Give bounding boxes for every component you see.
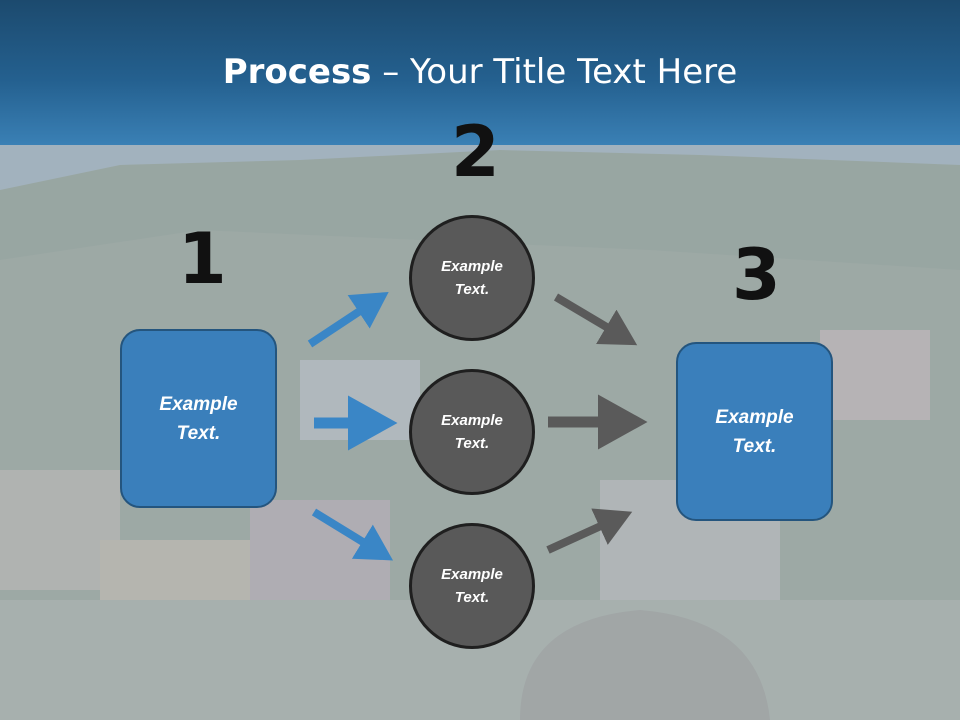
slide-title: Process – Your Title Text Here [0, 52, 960, 92]
step-2-circle-top: Example Text. [409, 215, 535, 341]
step-2-circle-bottom: Example Text. [409, 523, 535, 649]
circle-top-line2: Text. [454, 281, 490, 298]
circle-top-line1: Example [441, 258, 503, 275]
circle-middle-line2: Text. [454, 435, 490, 452]
circle-bottom-line1: Example [441, 566, 503, 583]
arrow-bottom-to-3 [546, 508, 633, 554]
step-2-circle-middle: Example Text. [409, 369, 535, 495]
step-1-text-line1: Example [159, 393, 238, 415]
title-bar [0, 0, 960, 145]
step-1-box: Example Text. [120, 329, 277, 508]
title-bold: Process [222, 52, 372, 92]
arrow-top-to-3 [553, 293, 638, 346]
step-1-text-line2: Text. [176, 422, 221, 444]
step-number-3: 3 [732, 234, 781, 316]
step-3-box: Example Text. [676, 342, 833, 521]
title-rest: – Your Title Text Here [371, 52, 738, 92]
step-3-text-line2: Text. [732, 435, 777, 457]
circle-bottom-line2: Text. [454, 589, 490, 606]
step-number-1: 1 [178, 218, 227, 300]
step-number-2: 2 [451, 111, 500, 193]
circle-middle-line1: Example [441, 412, 503, 429]
arrow-1-to-bottom [311, 508, 394, 561]
arrow-1-to-top [307, 291, 389, 348]
step-3-text-line1: Example [715, 406, 794, 428]
